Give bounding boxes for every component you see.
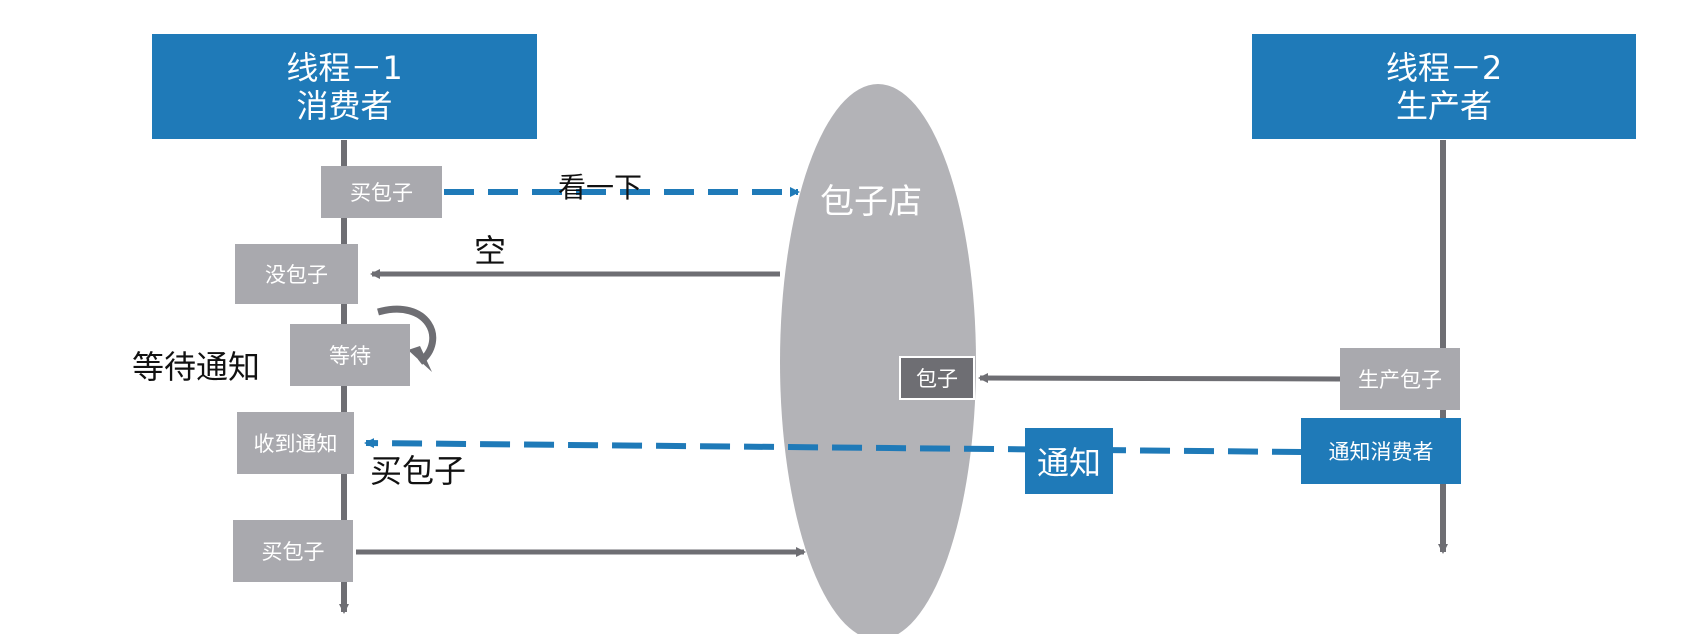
thread2-header: 线程－2 生产者: [1252, 34, 1636, 139]
thread1-header: 线程－1 消费者: [152, 34, 537, 139]
wait-loop-arrowhead: [408, 346, 432, 372]
step-wait: 等待: [290, 324, 410, 386]
step-buy-bun: 买包子: [321, 166, 442, 218]
thread1-title: 线程－1: [286, 48, 403, 87]
bun-box: 包子: [899, 356, 975, 400]
thread1-role: 消费者: [296, 86, 393, 125]
step-no-bun: 没包子: [235, 244, 358, 304]
step-buy-bun-again: 买包子: [233, 520, 353, 582]
buy-bun-label: 买包子: [370, 452, 467, 490]
notify-arrow: [364, 438, 1303, 455]
thread2-title: 线程－2: [1385, 48, 1503, 87]
step-notify-consumer: 通知消费者: [1301, 418, 1461, 484]
step-notified: 收到通知: [237, 412, 354, 474]
wait-notify-label: 等待通知: [132, 348, 261, 386]
wait-loop-arrow: [377, 305, 437, 365]
shop-label: 包子店: [820, 182, 922, 222]
bun-shop-ellipse: [780, 84, 976, 634]
notify-label-box: 通知: [1025, 428, 1113, 494]
empty-label: 空: [474, 232, 507, 270]
step-produce-bun: 生产包子: [1340, 348, 1460, 410]
look-label: 看一下: [558, 171, 643, 204]
thread2-role: 生产者: [1395, 86, 1492, 125]
produce-arrow: [978, 373, 1341, 384]
